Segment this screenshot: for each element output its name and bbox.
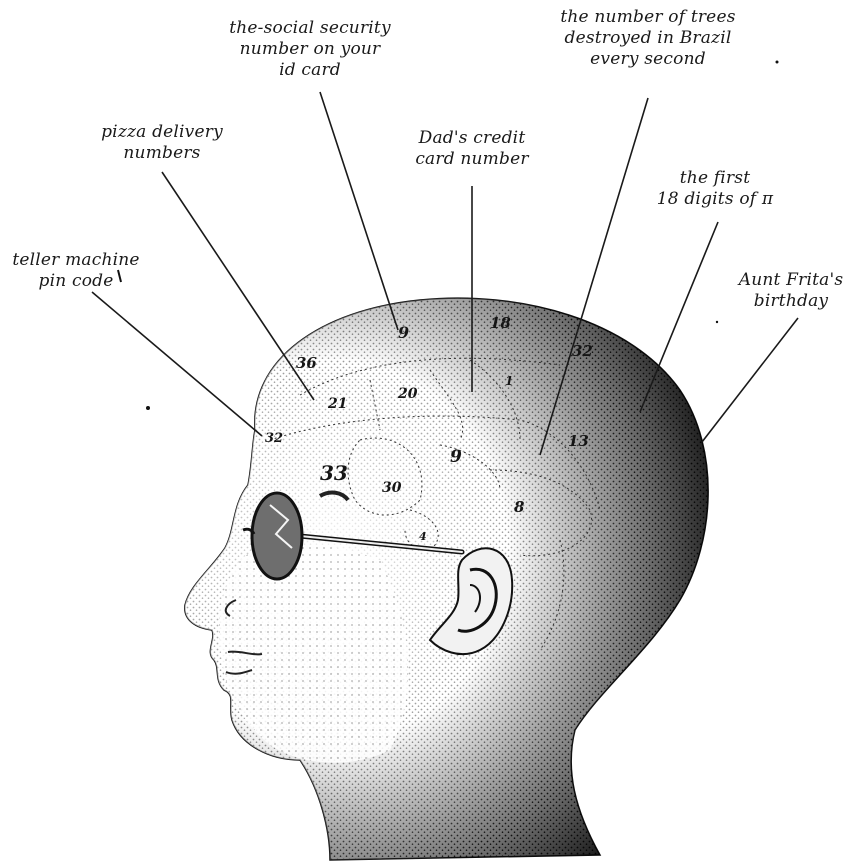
region-number: 30 bbox=[382, 480, 402, 496]
region-number: 9 bbox=[450, 447, 462, 467]
region-number: 4 bbox=[419, 530, 427, 543]
leader-line bbox=[92, 292, 262, 436]
region-number: 18 bbox=[490, 314, 511, 332]
region-number: 21 bbox=[327, 396, 347, 412]
leader-line bbox=[702, 318, 798, 442]
label-teller-pin: teller machine pin code bbox=[2, 250, 150, 292]
region-number: 9 bbox=[398, 323, 409, 342]
region-number: 33 bbox=[320, 461, 348, 485]
region-number: 32 bbox=[572, 342, 593, 360]
leader-line bbox=[640, 222, 718, 412]
leader-line bbox=[320, 92, 398, 330]
label-ssn: the-social security number on your id ca… bbox=[218, 18, 402, 81]
region-number: 20 bbox=[397, 386, 418, 402]
region-number: 32 bbox=[265, 431, 283, 446]
region-number: 8 bbox=[514, 498, 525, 516]
label-pi: the first 18 digits of π bbox=[650, 168, 780, 210]
label-trees: the number of trees destroyed in Brazil … bbox=[548, 7, 748, 70]
region-number: 1 bbox=[505, 374, 513, 388]
label-pizza: pizza delivery numbers bbox=[82, 122, 242, 164]
label-aunt-frita: Aunt Frita's birthday bbox=[730, 270, 852, 312]
region-number: 13 bbox=[568, 432, 589, 450]
label-dad-credit-card: Dad's credit card number bbox=[404, 128, 540, 170]
region-number: 36 bbox=[296, 354, 317, 372]
leader-line bbox=[162, 172, 314, 400]
head-silhouette bbox=[185, 298, 708, 860]
